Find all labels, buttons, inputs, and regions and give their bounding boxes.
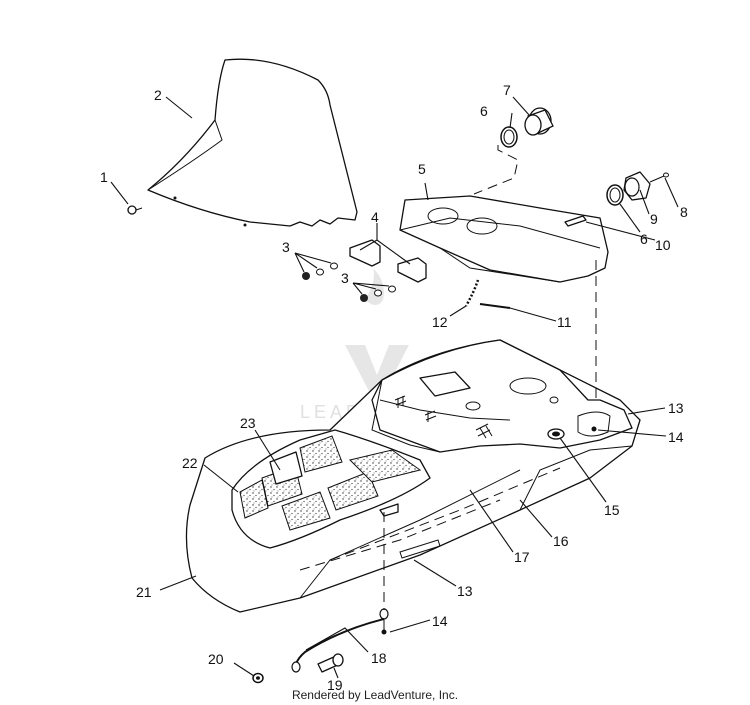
callout-19: 19 — [327, 677, 343, 693]
callout-3-lower: 3 — [341, 270, 349, 286]
callout-18: 18 — [371, 650, 387, 666]
windshield — [147, 58, 358, 227]
callout-labels: 1 2 3 3 4 5 6 6 7 8 9 10 11 12 13 13 14 … — [100, 82, 688, 693]
part-14-fastener-upper — [591, 426, 597, 432]
callout-15: 15 — [604, 502, 620, 518]
callout-7: 7 — [503, 82, 511, 98]
assembly-lines — [383, 145, 597, 630]
part-11-pin — [479, 303, 511, 309]
callout-10: 10 — [655, 237, 671, 253]
callout-13-upper: 13 — [668, 400, 684, 416]
render-credit: Rendered by LeadVenture, Inc. — [291, 688, 459, 702]
part-19-bolt — [317, 653, 344, 673]
part-20-nut — [252, 672, 264, 684]
callout-14-upper: 14 — [668, 429, 684, 445]
callout-11: 11 — [557, 314, 572, 330]
hood-body — [185, 339, 641, 613]
callout-20: 20 — [208, 651, 224, 667]
callout-23: 23 — [240, 415, 256, 431]
callout-1: 1 — [100, 169, 108, 185]
part-1-screw — [127, 205, 143, 215]
callout-2: 2 — [154, 87, 162, 103]
callout-6-lower: 6 — [640, 231, 648, 247]
part-5-dash-panel — [399, 195, 609, 283]
part-9-gauge — [623, 171, 669, 201]
callout-5: 5 — [418, 161, 426, 177]
callout-9: 9 — [650, 211, 658, 227]
callout-4: 4 — [371, 209, 379, 225]
part-7-gauge — [524, 107, 554, 136]
part-10-switch — [564, 215, 587, 227]
part-12-cable — [464, 279, 480, 307]
callout-6-upper: 6 — [480, 103, 488, 119]
part-4-brackets — [349, 239, 427, 283]
callout-14-lower: 14 — [432, 613, 448, 629]
callout-3-upper: 3 — [282, 239, 290, 255]
callout-17: 17 — [514, 549, 530, 565]
callout-16: 16 — [553, 533, 569, 549]
callout-13-lower: 13 — [457, 583, 473, 599]
callout-22: 22 — [182, 455, 198, 471]
leader-lines — [110, 96, 679, 679]
part-3-hardware — [302, 262, 396, 302]
part-6-rings — [500, 126, 624, 206]
callout-21: 21 — [136, 584, 152, 600]
callout-12: 12 — [432, 314, 448, 330]
callout-8: 8 — [680, 204, 688, 220]
